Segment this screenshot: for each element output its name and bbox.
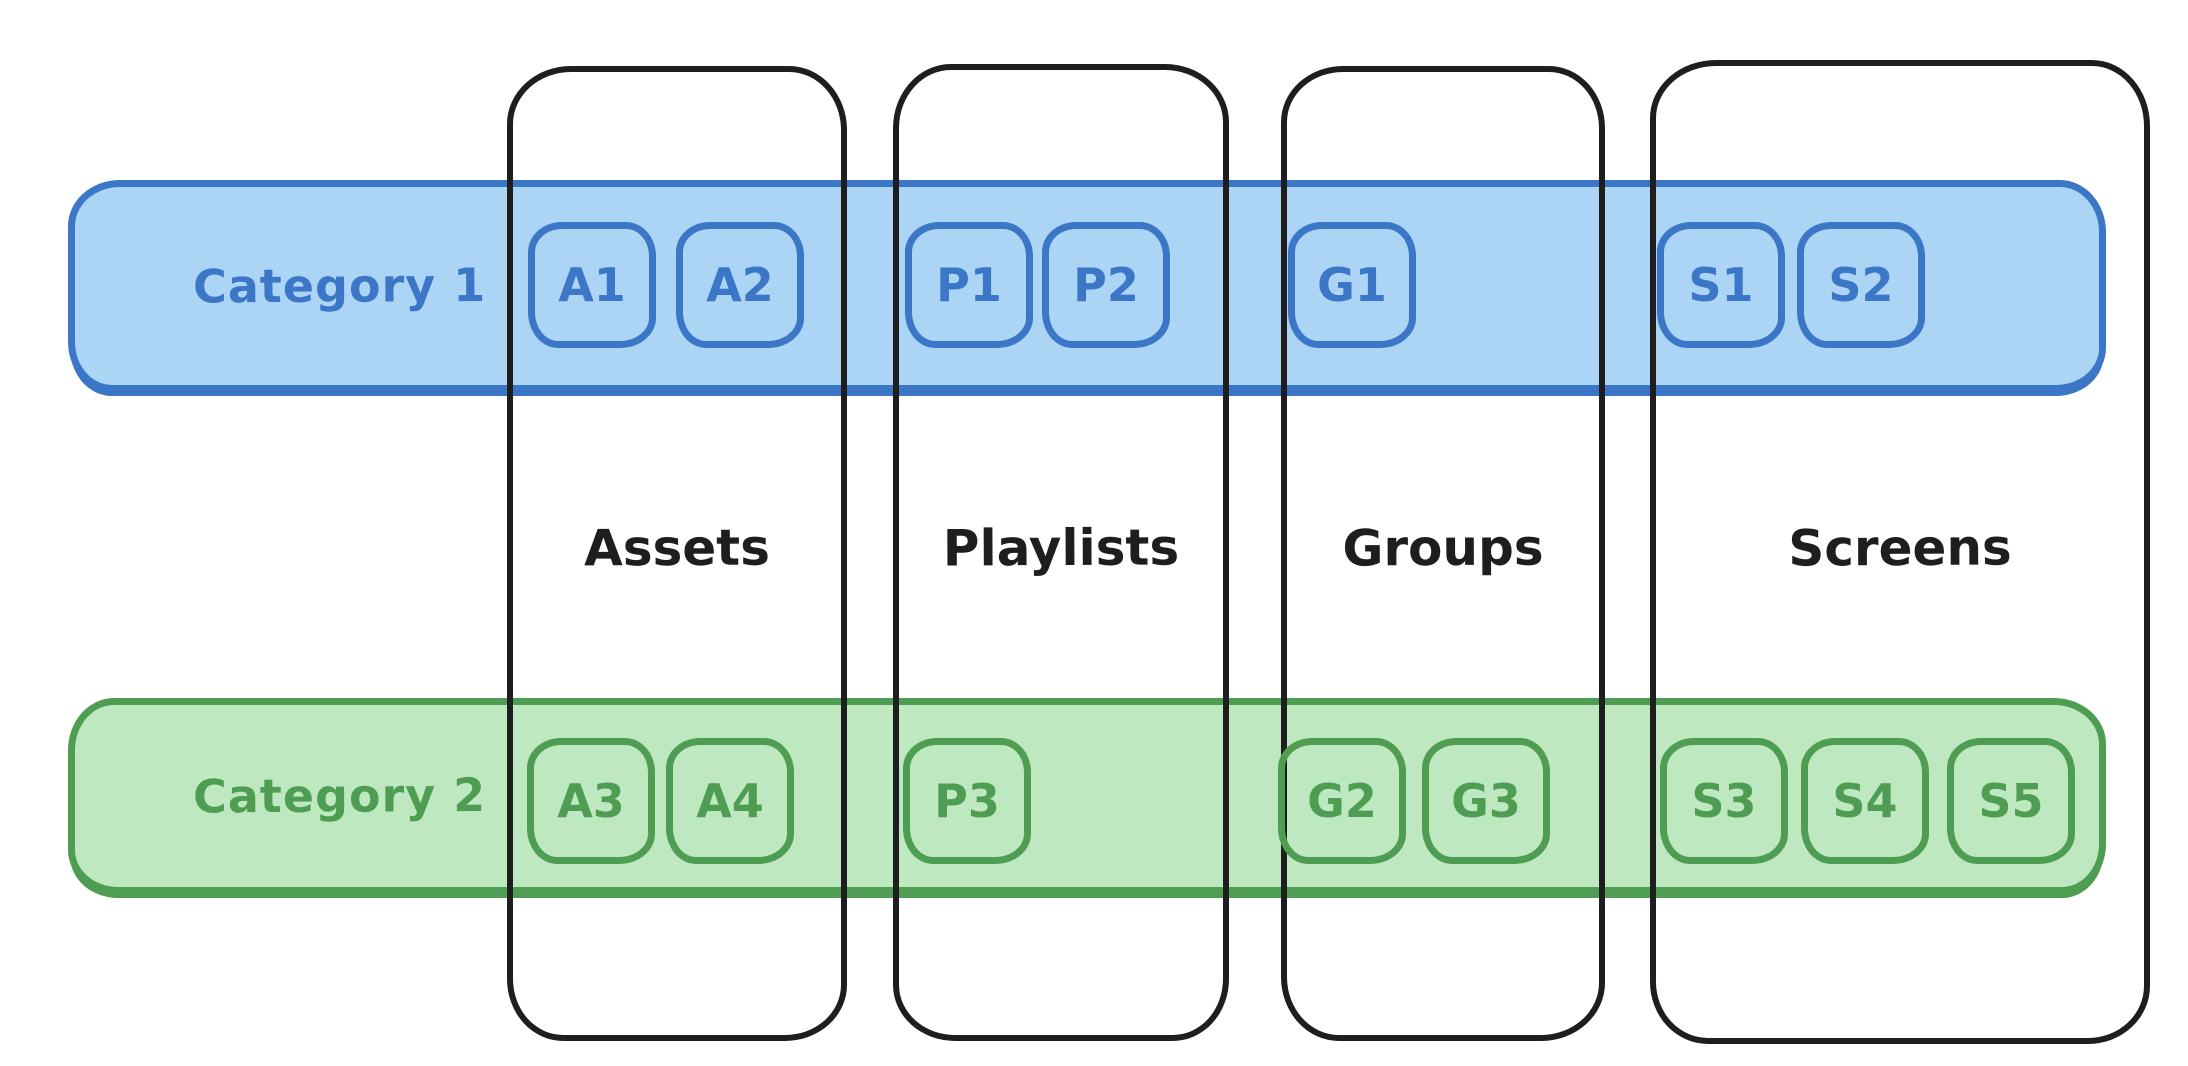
chip-s3: S3 <box>1660 738 1788 864</box>
category-1-band: Category 1 <box>68 180 2106 392</box>
chip-s5: S5 <box>1947 738 2075 864</box>
chip-g1: G1 <box>1288 222 1416 348</box>
chip-g3: G3 <box>1422 738 1550 864</box>
chip-s4: S4 <box>1801 738 1929 864</box>
column-assets <box>507 66 847 1041</box>
column-playlists <box>893 64 1229 1041</box>
chip-g2: G2 <box>1278 738 1406 864</box>
category-1-label: Category 1 <box>192 257 487 314</box>
chip-a2: A2 <box>676 222 804 348</box>
chip-s2: S2 <box>1797 222 1925 348</box>
chip-p2: P2 <box>1042 222 1170 348</box>
chip-p1: P1 <box>905 222 1033 348</box>
chip-s1: S1 <box>1657 222 1785 348</box>
column-title-screens: Screens <box>1788 518 2012 578</box>
category-2-label: Category 2 <box>192 767 487 824</box>
chip-a4: A4 <box>666 738 794 864</box>
column-title-assets: Assets <box>583 518 771 578</box>
chip-p3: P3 <box>903 738 1031 864</box>
column-title-playlists: Playlists <box>942 518 1180 578</box>
column-groups <box>1281 66 1605 1041</box>
chip-a1: A1 <box>528 222 656 348</box>
column-title-groups: Groups <box>1342 518 1544 578</box>
column-screens <box>1650 60 2150 1044</box>
chip-a3: A3 <box>527 738 655 864</box>
